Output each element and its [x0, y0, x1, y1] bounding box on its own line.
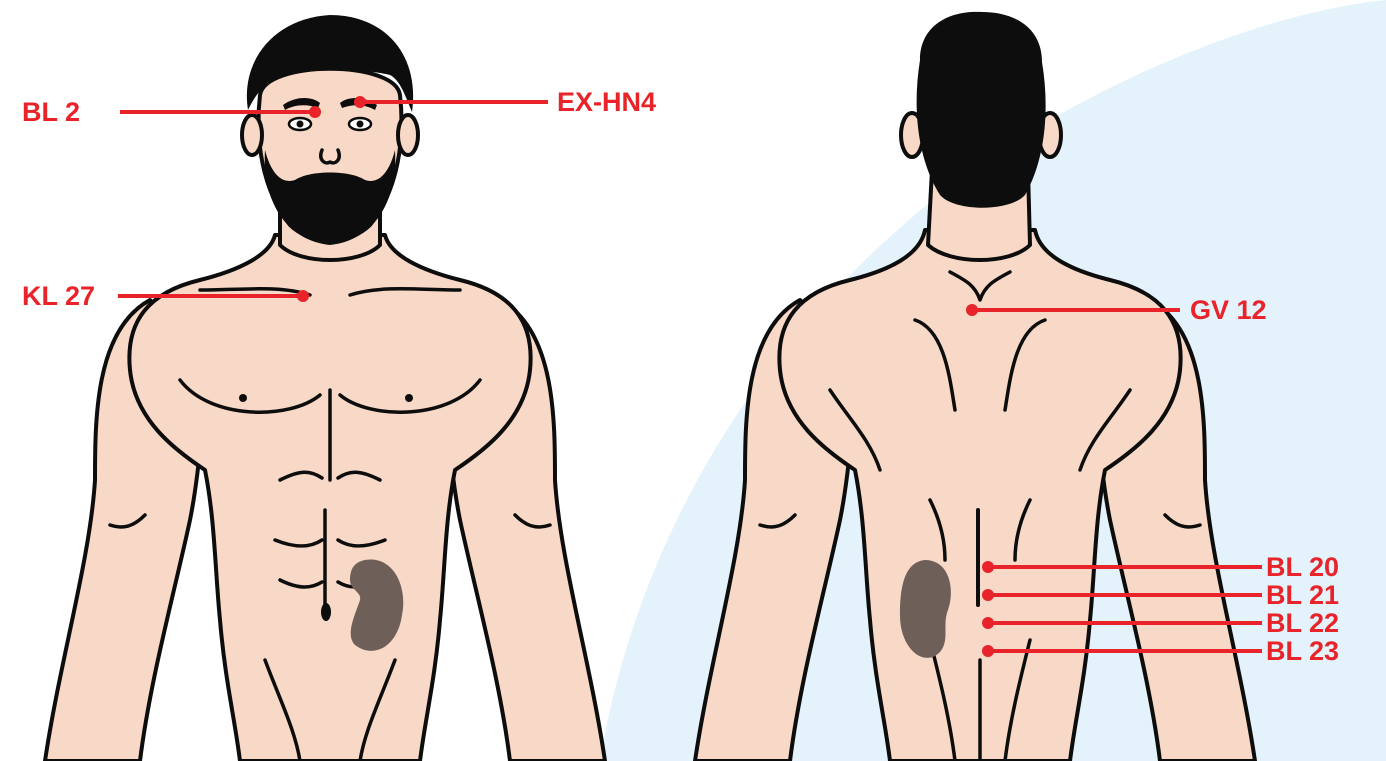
label-bl21: BL 21 [1266, 580, 1339, 610]
front-nipple-left [239, 394, 247, 402]
back-head-hair [917, 12, 1046, 208]
front-ear-left [242, 115, 262, 155]
back-kidney-icon [900, 560, 951, 658]
label-bl23: BL 23 [1266, 636, 1339, 666]
human-front-figure [45, 15, 605, 761]
label-gv12: GV 12 [1190, 295, 1267, 325]
label-bl2: BL 2 [22, 97, 80, 127]
label-exhn4: EX-HN4 [557, 87, 656, 117]
label-bl22: BL 22 [1266, 608, 1339, 638]
front-pupil-left [297, 121, 304, 128]
label-bl20: BL 20 [1266, 552, 1339, 582]
front-nipple-right [405, 394, 413, 402]
front-pupil-right [357, 121, 364, 128]
front-navel [321, 603, 331, 621]
front-ear-right [398, 115, 418, 155]
label-kl27: KL 27 [22, 281, 95, 311]
